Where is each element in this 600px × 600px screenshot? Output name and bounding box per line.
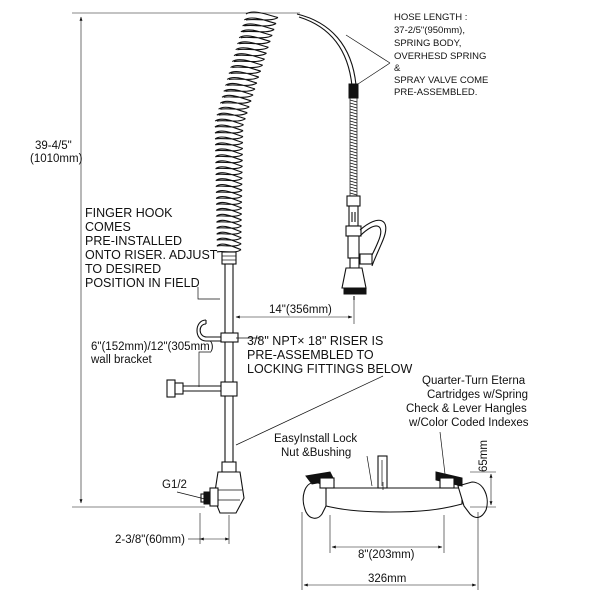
riser-line-3: LOCKING FITTINGS BELOW bbox=[247, 362, 412, 376]
spray-valve bbox=[341, 83, 387, 300]
wall-bracket-line-1: 6"(152mm)/12"(305mm) bbox=[91, 341, 214, 353]
height-mm-label: (1010mm) bbox=[30, 153, 83, 165]
riser-line-2: PRE-ASSEMBLED TO bbox=[247, 348, 374, 362]
riser-callout: 3/8" NPT× 18" RISER IS PRE-ASSEMBLED TO … bbox=[247, 334, 412, 376]
hose-length-line-3: SPRING BODY, bbox=[394, 38, 461, 49]
hose-length-line-2: 37-2/5"(950mm), bbox=[394, 25, 465, 36]
leader-lines bbox=[197, 34, 391, 446]
finger-hook-line-2: COMES bbox=[85, 220, 131, 234]
reach-dimension: 14"(356mm) bbox=[235, 300, 355, 324]
cartridges-line-2: Cartridges w/Spring bbox=[427, 389, 528, 401]
hose-length-line-4: OVERHESD SPRING bbox=[394, 51, 486, 62]
riser-line-1: 3/8" NPT× 18" RISER IS bbox=[247, 334, 383, 348]
finger-hook-line-6: POSITION IN FIELD bbox=[85, 276, 200, 290]
overall-width-label: 326mm bbox=[368, 573, 406, 585]
faucet-height-label: 65mm bbox=[478, 440, 490, 472]
easyinstall-line-1: EasyInstall Lock bbox=[274, 433, 357, 445]
wall-bracket-line-2: wall bracket bbox=[90, 354, 153, 366]
finger-hook-line-3: PRE-INSTALLED bbox=[85, 234, 182, 248]
cartridges-line-1: Quarter-Turn Eterna bbox=[422, 375, 526, 387]
finger-hook-callout: FINGER HOOK COMES PRE-INSTALLED ONTO RIS… bbox=[85, 206, 218, 290]
finger-hook-line-5: TO DESIRED bbox=[85, 262, 161, 276]
reach-label: 14"(356mm) bbox=[269, 304, 332, 316]
hose-length-line-5: & bbox=[394, 63, 401, 74]
wall-bracket bbox=[166, 379, 238, 398]
finger-hook-line-4: ONTO RISER. ADJUST bbox=[85, 248, 218, 262]
hose-length-callout: HOSE LENGTH : 37-2/5"(950mm), SPRING BOD… bbox=[394, 12, 488, 98]
faucet-height-dimension: 65mm bbox=[470, 440, 496, 508]
height-dimension: 39-4/5" (1010mm) bbox=[30, 12, 300, 508]
inlet-label: G1/2 bbox=[162, 479, 187, 491]
wall-faucet bbox=[302, 431, 488, 519]
centers-dimension: 8"(203mm) bbox=[329, 515, 445, 561]
overall-width-dimension: 326mm bbox=[301, 512, 479, 590]
overhead-hose bbox=[296, 13, 357, 86]
centers-label: 8"(203mm) bbox=[358, 549, 415, 561]
hose-length-line-7: PRE-ASSEMBLED. bbox=[394, 87, 477, 98]
riser-pipe bbox=[224, 264, 234, 470]
cartridges-callout: Quarter-Turn Eterna Cartridges w/Spring … bbox=[406, 375, 529, 429]
cartridges-line-4: w/Color Coded Indexes bbox=[408, 417, 529, 429]
wall-bracket-callout: 6"(152mm)/12"(305mm) wall bracket bbox=[90, 341, 214, 366]
finger-hook bbox=[196, 319, 239, 343]
spring-body bbox=[214, 11, 279, 265]
easyinstall-line-2: Nut &Bushing bbox=[281, 447, 351, 459]
offset-dimension: 2-3/8"(60mm) bbox=[115, 513, 230, 546]
hose-length-line-6: SPRAY VALVE COME bbox=[394, 75, 488, 86]
inlet-fitting: G1/2 bbox=[162, 461, 245, 514]
hose-length-line-1: HOSE LENGTH : bbox=[394, 12, 467, 23]
height-in-label: 39-4/5" bbox=[35, 140, 72, 152]
cartridges-line-3: Check & Lever Hangles bbox=[406, 403, 527, 415]
finger-hook-line-1: FINGER HOOK bbox=[85, 206, 173, 220]
easyinstall-callout: EasyInstall Lock Nut &Bushing bbox=[274, 433, 357, 459]
offset-label: 2-3/8"(60mm) bbox=[115, 534, 185, 546]
